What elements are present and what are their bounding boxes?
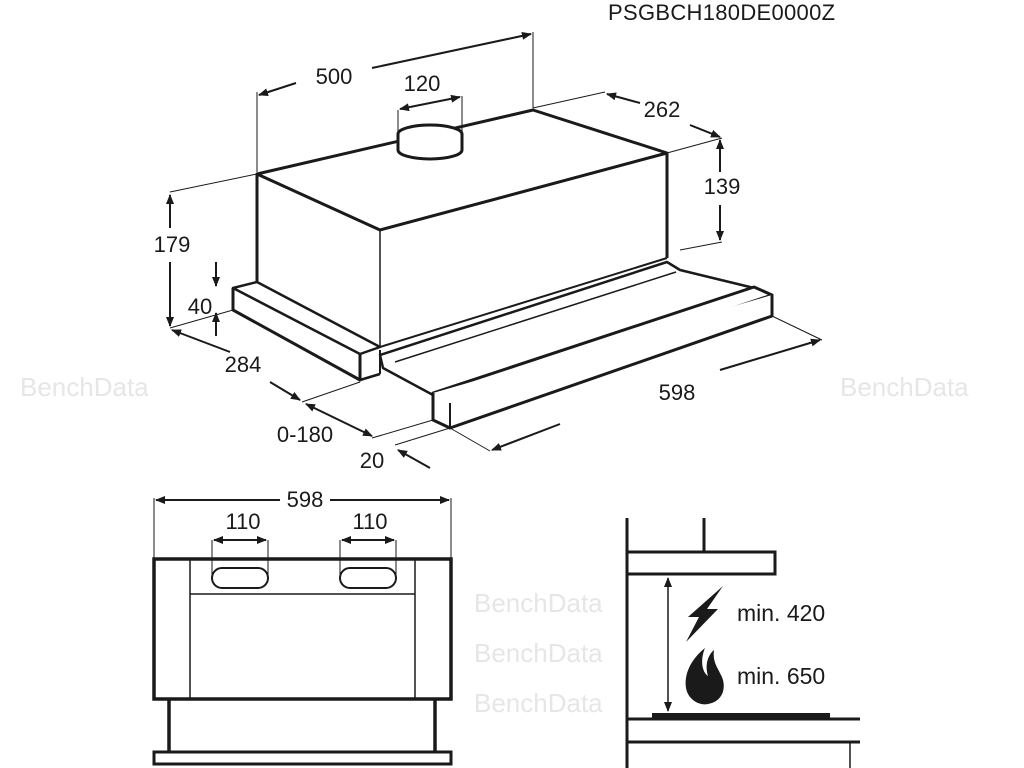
hood-front-view xyxy=(152,496,453,766)
dim-depth-bottom: 284 xyxy=(224,352,262,377)
outlet-left xyxy=(211,567,269,589)
dim-front-offset: 20 xyxy=(359,448,385,473)
installation-view xyxy=(625,518,860,768)
outlet-right xyxy=(339,567,397,589)
dim-depth-top: 262 xyxy=(643,97,681,122)
dim-width-body: 500 xyxy=(315,64,353,89)
lightning-icon xyxy=(686,586,723,642)
front-dim-total-width: 598 xyxy=(286,487,324,512)
flame-icon xyxy=(685,648,724,705)
gas-min-distance: min. 650 xyxy=(737,663,826,689)
model-code: PSGBCH180DE0000Z xyxy=(608,0,836,25)
dim-total-width: 598 xyxy=(658,380,696,405)
dim-duct-diameter: 120 xyxy=(403,71,441,96)
watermark: BenchData xyxy=(474,588,603,618)
front-dim-outlet-left: 110 xyxy=(225,509,261,534)
dim-tray-height: 40 xyxy=(187,294,213,319)
electric-min-distance: min. 420 xyxy=(737,600,826,626)
watermark: BenchData xyxy=(20,372,149,402)
watermark: BenchData xyxy=(840,372,969,402)
front-dim-outlet-right: 110 xyxy=(352,509,388,534)
watermark: BenchData xyxy=(474,638,603,668)
dim-body-height: 139 xyxy=(703,174,741,199)
dim-total-height: 179 xyxy=(153,232,191,257)
watermark: BenchData xyxy=(474,688,603,718)
perspective-dimensions xyxy=(166,31,823,469)
dim-extension: 0-180 xyxy=(276,422,334,447)
hood-perspective xyxy=(231,108,774,430)
